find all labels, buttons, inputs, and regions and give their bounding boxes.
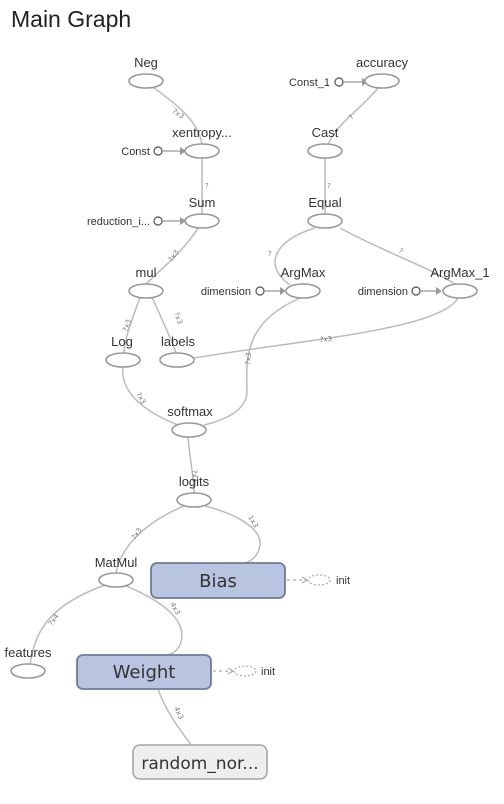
const-arrowhead-icon — [180, 147, 186, 155]
label-sum: Sum — [189, 195, 216, 210]
edge-logits-bias — [204, 505, 261, 565]
node-weight-label: Weight — [113, 662, 176, 683]
dimension-b-dot — [411, 286, 421, 296]
label-accuracy: accuracy — [356, 55, 409, 70]
edge-label-argmax1-labels: ?x3 — [319, 335, 332, 344]
reduction-dot — [153, 216, 163, 226]
edges — [29, 81, 459, 747]
label-matmul: MatMul — [95, 555, 138, 570]
node-matmul[interactable] — [98, 572, 134, 588]
node-cast[interactable] — [307, 143, 343, 159]
edge-sum-mul — [145, 227, 199, 285]
edge-argmax-softmax — [203, 297, 301, 426]
weight-init-node[interactable] — [233, 665, 257, 677]
label-softmax: softmax — [167, 404, 213, 419]
edge-matmul-features — [29, 584, 106, 666]
edge-label-matmul-features: ?x4 — [47, 612, 61, 627]
edge-softmax-logits — [187, 436, 195, 495]
edge-argmax1-labels — [193, 297, 459, 359]
node-logits[interactable] — [176, 492, 212, 508]
node-equal[interactable] — [307, 213, 343, 229]
edge-label-accuracy-cast: ? — [347, 113, 356, 121]
label-labels: labels — [161, 334, 195, 349]
edge-equal-argmax1 — [339, 227, 456, 285]
label-cast: Cast — [312, 125, 339, 140]
constant-connectors — [153, 77, 442, 296]
edge-label-argmax-softmax: ?x3 — [244, 352, 253, 365]
node-bias-box[interactable] — [150, 562, 286, 599]
edge-accuracy-cast — [327, 87, 379, 146]
node-neg[interactable] — [128, 73, 164, 89]
const1-dot — [334, 77, 344, 87]
page-title: Main Graph — [11, 6, 132, 32]
label-argmax: ArgMax — [281, 265, 326, 280]
edge-label-logits-matmul: ?x3 — [130, 526, 144, 541]
weight-init-arrowhead-icon — [227, 667, 235, 675]
edge-label-logits-bias: 1x3 — [246, 514, 259, 529]
edge-equal-argmax — [274, 227, 316, 286]
node-log[interactable] — [105, 352, 141, 368]
node-sum[interactable] — [184, 213, 220, 229]
node-xentropy[interactable] — [184, 143, 220, 159]
node-accuracy[interactable] — [364, 73, 400, 89]
edge-mul-log — [123, 296, 141, 354]
label-dimension-b: dimension — [358, 286, 408, 298]
label-log: Log — [111, 334, 133, 349]
edge-label-weight-random: 4x3 — [172, 705, 185, 720]
edge-matmul-weight — [123, 584, 183, 656]
label-reduction: reduction_i... — [87, 216, 150, 228]
label-logits: logits — [179, 474, 210, 489]
label-equal: Equal — [308, 195, 341, 210]
edge-mul-labels — [151, 296, 177, 354]
node-softmax[interactable] — [171, 422, 207, 438]
edge-label-cast-equal: ? — [327, 182, 331, 190]
edge-weight-random — [157, 688, 193, 747]
edge-label-mul-labels: ?x3 — [172, 311, 184, 325]
edge-labels: ?x3 ? ?x3 ?x3 ?x3 ?x3 ?x3 ?x3 ?x3 ?x3 1x… — [47, 107, 404, 721]
group-nodes: Bias Weight random_nor... — [76, 562, 286, 780]
node-labels: Neg accuracy Const_1 xentropy... Cast Co… — [5, 55, 490, 678]
label-features: features — [5, 645, 52, 660]
node-labels[interactable] — [159, 352, 195, 368]
edge-label-equal-argmax1: ? — [397, 247, 404, 256]
node-features[interactable] — [10, 663, 46, 679]
label-weight-init: init — [261, 666, 275, 678]
reduction-arrowhead-icon — [180, 217, 186, 225]
node-bias-label: Bias — [199, 571, 237, 592]
edge-label-sum-mul: ?x3 — [167, 248, 181, 263]
op-nodes — [10, 73, 478, 679]
edge-log-softmax — [122, 365, 179, 426]
label-const: Const — [121, 146, 150, 158]
bias-init-arrowhead-icon — [301, 576, 309, 584]
label-xentropy: xentropy... — [172, 125, 232, 140]
node-argmax[interactable] — [285, 283, 321, 299]
node-random-normal-label: random_nor... — [141, 754, 258, 774]
edge-label-equal-argmax: ? — [268, 250, 272, 258]
label-const-1: Const_1 — [289, 77, 330, 89]
edge-label-xentropy-sum: ? — [205, 182, 209, 190]
node-argmax-1[interactable] — [442, 283, 478, 299]
const-dot — [153, 146, 163, 156]
node-weight-box[interactable] — [76, 654, 212, 690]
edge-label-neg-xentropy: ?x3 — [171, 107, 186, 121]
edge-label-mul-log: ?x3 — [121, 318, 133, 332]
edge-label-softmax-logits: ?x3 — [190, 469, 199, 482]
dimension-b-arrowhead-icon — [436, 287, 442, 295]
init-connectors — [213, 574, 331, 677]
node-mul[interactable] — [128, 283, 164, 299]
label-neg: Neg — [134, 55, 158, 70]
label-mul: mul — [136, 265, 157, 280]
dimension-a-arrowhead-icon — [280, 287, 286, 295]
label-bias-init: init — [336, 575, 350, 587]
bias-init-node[interactable] — [307, 574, 331, 586]
node-random-normal-box[interactable] — [132, 744, 268, 780]
edge-logits-matmul — [115, 505, 185, 575]
edge-label-matmul-weight: 4x3 — [168, 601, 181, 616]
dimension-a-dot — [255, 286, 265, 296]
label-dimension-a: dimension — [201, 286, 251, 298]
edge-label-log-softmax: ?x3 — [134, 391, 147, 406]
label-argmax-1: ArgMax_1 — [430, 265, 489, 280]
